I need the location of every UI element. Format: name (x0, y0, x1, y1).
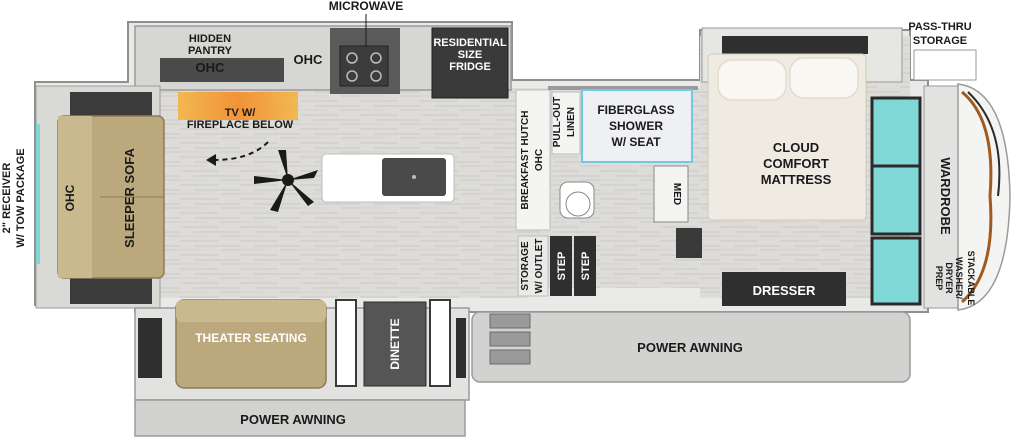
bedroom-window-1 (870, 96, 922, 168)
ohc-pantry-label: OHC (196, 60, 226, 75)
headboard (722, 36, 868, 54)
breakfast-hutch-label: BREAKFAST HUTCH (520, 111, 531, 210)
theater-seat-back (176, 300, 326, 322)
pillow-left (717, 59, 787, 101)
pullout-linen[interactable] (551, 91, 581, 155)
dresser[interactable] (722, 272, 846, 306)
shower-label-3: W/ SEAT (611, 135, 661, 149)
hidden-pantry-cabinet (160, 58, 284, 82)
step-1[interactable] (550, 236, 572, 296)
hidden-pantry-label-2: PANTRY (188, 45, 233, 57)
bedroom-window-3 (870, 236, 922, 306)
front-cap (957, 83, 1011, 311)
microwave-label: MICROWAVE (329, 0, 403, 13)
receiver-label-2: W/ TOW PACKAGE (15, 148, 27, 247)
storage-label-2: W/ OUTLET (534, 239, 545, 294)
entry-step-3[interactable] (489, 349, 531, 365)
toilet-bowl[interactable] (565, 191, 591, 217)
pillow-right (789, 57, 859, 99)
stackable-label-2: WASHER/ (954, 257, 964, 300)
bathroom-wall (548, 86, 698, 90)
fridge-label-2: SIZE (458, 49, 482, 61)
stovetop[interactable] (339, 45, 389, 87)
fridge-label-1: RESIDENTIAL (433, 37, 507, 49)
theater-window-left (138, 318, 162, 378)
wardrobe-label: WARDROBE (938, 157, 953, 235)
burner-3 (346, 70, 358, 82)
dinette-seat-left (335, 299, 357, 387)
receiver-label-1: 2" RECEIVER (1, 163, 13, 234)
burner-4 (370, 70, 382, 82)
power-awning-bottom-label: POWER AWNING (240, 412, 346, 427)
pullout-label-2: LINEN (566, 107, 577, 137)
dinette-seat-right (429, 299, 451, 387)
tv-label-2: FIREPLACE BELOW (187, 119, 294, 131)
burner-2 (370, 52, 382, 64)
ohc-kitchen-label: OHC (294, 52, 324, 67)
sofa-arm-bottom (70, 278, 152, 304)
dinette-table[interactable] (363, 301, 427, 387)
sink-drain (412, 175, 416, 179)
step-label-1: STEP (556, 252, 568, 281)
med-label: MED (671, 183, 682, 205)
residential-fridge[interactable] (431, 27, 509, 99)
bedroom-window-2 (870, 164, 922, 236)
shower-label-2: SHOWER (609, 119, 663, 133)
tv-label-1: TV W/ (225, 107, 256, 119)
dresser-label: DRESSER (753, 283, 816, 298)
storage-outlet[interactable] (517, 235, 549, 297)
cloud-label-1: CLOUD (773, 140, 819, 155)
wardrobe[interactable] (923, 85, 959, 309)
entry-step-1[interactable] (489, 313, 531, 329)
pass-thru-label-2: STORAGE (913, 35, 967, 47)
sofa-arm-top (70, 92, 152, 118)
hidden-pantry-label-1: HIDDEN (189, 33, 231, 45)
bath-divider (676, 228, 702, 258)
fireplace (178, 92, 298, 120)
front-cap-stripe-2 (967, 91, 1001, 197)
stackable-label-4: PREP (934, 266, 944, 291)
pass-thru-box (913, 49, 977, 81)
sleeper-sofa-label: SLEEPER SOFA (122, 148, 137, 248)
fridge-label-3: FRIDGE (449, 61, 491, 73)
cloud-label-2: COMFORT (763, 156, 829, 171)
storage-label-1: STORAGE (520, 241, 531, 291)
shower-label-1: FIBERGLASS (597, 103, 674, 117)
sofa-back (58, 116, 92, 278)
ohc-living-label: OHC (63, 184, 77, 211)
power-awning-main-label: POWER AWNING (637, 340, 743, 355)
stackable-label-3: DRYER (944, 262, 954, 294)
front-cap-stripe-1 (961, 90, 993, 197)
cloud-label-3: MATTRESS (761, 172, 832, 187)
front-cap-stripe-3 (961, 195, 993, 304)
tv-swivel-arrow (213, 141, 269, 161)
med-cabinet[interactable] (653, 165, 689, 223)
theater-seating-label: THEATER SEATING (195, 331, 307, 345)
power-awning-bottom (134, 399, 466, 437)
tv-arrow-head (206, 154, 216, 166)
burner-1 (346, 52, 358, 64)
stackable-label-1: STACKABLE (966, 251, 976, 306)
entry-step-2[interactable] (489, 331, 531, 347)
theater-window-right (456, 318, 466, 378)
pullout-label-1: PULL-OUT (552, 97, 563, 148)
step-label-2: STEP (580, 252, 592, 281)
ceiling-fan-icon (254, 150, 318, 212)
window-left (36, 124, 40, 264)
step-2[interactable] (574, 236, 596, 296)
power-awning-main (471, 311, 911, 383)
shower[interactable] (581, 89, 693, 163)
ohc-hutch-label: OHC (534, 149, 545, 171)
breakfast-hutch[interactable] (515, 89, 551, 231)
pass-thru-label-1: PASS-THRU (908, 21, 971, 33)
dinette-label: DINETTE (388, 318, 402, 369)
